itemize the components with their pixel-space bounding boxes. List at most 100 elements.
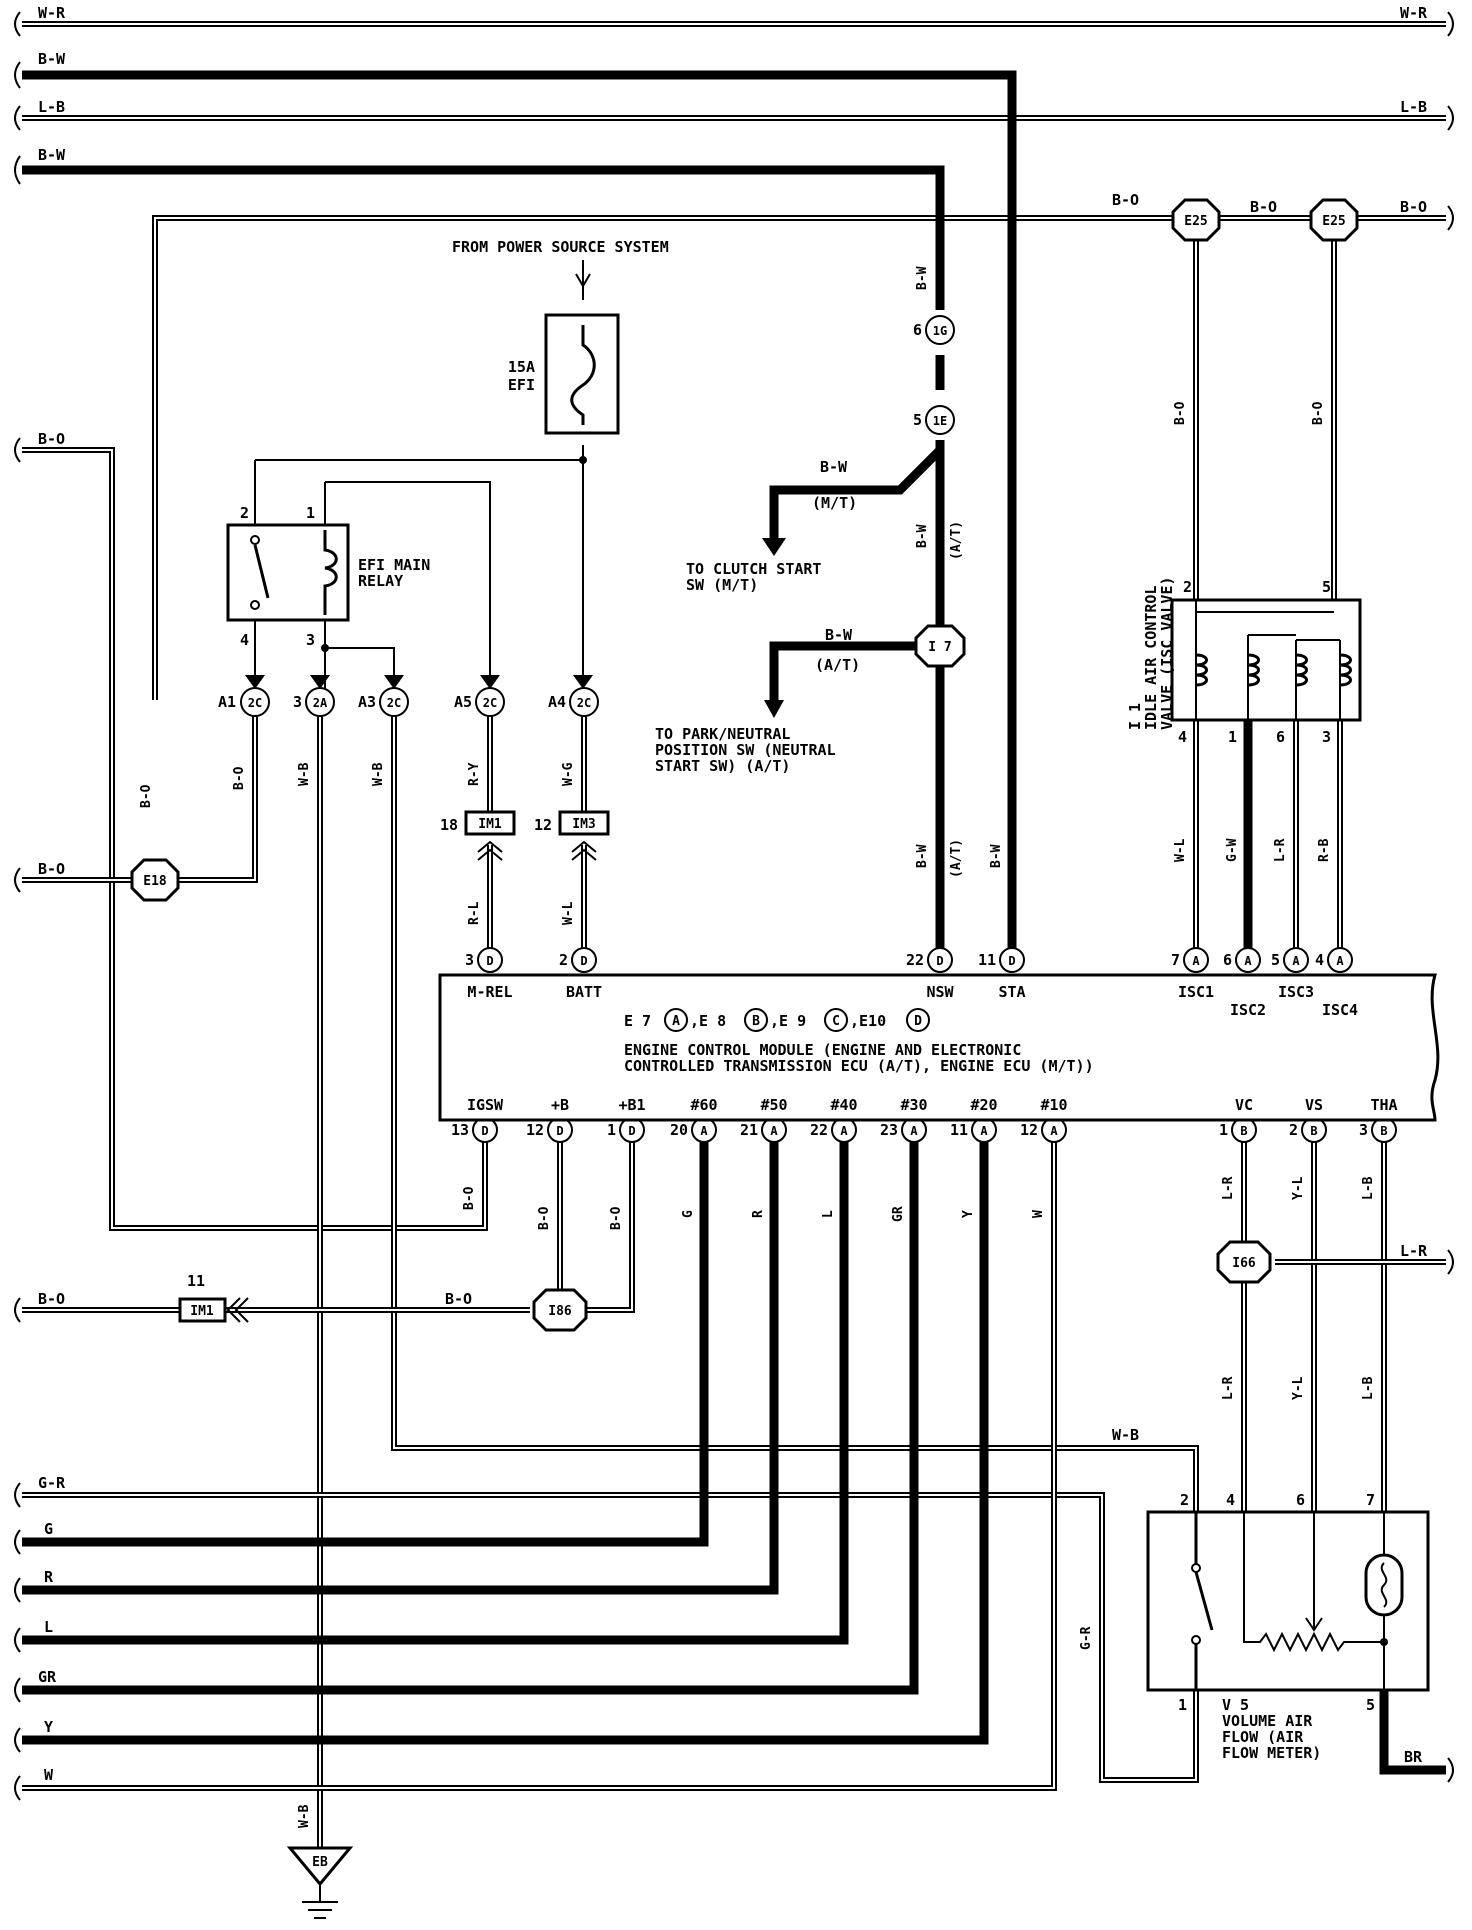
im1-a: IM1 — [478, 817, 502, 832]
isc-label-2: IDLE AIR CONTROL — [1142, 586, 1160, 731]
horizontal-wire-labels: W-R W-R B-W L-B L-B B-W B-O B-O B-O B-O … — [38, 4, 1428, 1784]
terminal-60: #60 — [690, 1096, 717, 1114]
isc-pin-3: 3 — [1322, 728, 1331, 746]
lbl-bo-left-mid: B-O — [38, 860, 65, 878]
pin-5-1e: 5 — [913, 411, 922, 429]
conn-isc3: A — [1292, 954, 1300, 968]
pin-40: 22 — [810, 1121, 828, 1139]
lbl-v-bo-isc2: B-O — [1311, 401, 1326, 425]
lbl-bo-top3: B-O — [1400, 198, 1427, 216]
conn-40: A — [840, 1124, 848, 1138]
pin-isc2: 6 — [1223, 951, 1232, 969]
volume-air-flow-meter: 2 4 6 7 1 5 V 5 VOLUME AIR FLOW (AIR FLO… — [1146, 1491, 1430, 1762]
lbl-v-bo-igsw: B-O — [462, 1186, 477, 1210]
engine-control-module: A B C D E 7 ,E 8 ,E 9 ,E10 ENGINE CONTRO… — [438, 973, 1440, 1122]
pin-im1b-11: 11 — [187, 1272, 205, 1290]
pin-a4: A4 — [548, 693, 566, 711]
lbl-v-lb-tha: L-B — [1361, 1176, 1376, 1200]
pin-tha: 3 — [1359, 1121, 1368, 1139]
ecm-code-text-4: ,E10 — [850, 1012, 886, 1030]
clutch-label-2: SW (M/T) — [686, 576, 758, 594]
pin-vs: 2 — [1289, 1121, 1298, 1139]
pin-mrel: 3 — [465, 951, 474, 969]
lbl-bo-left-low: B-O — [38, 1290, 65, 1308]
terminal-vs: VS — [1305, 1096, 1323, 1114]
lbl-wr-left: W-R — [38, 4, 66, 22]
junction-dots — [321, 456, 587, 652]
efi-main-relay: 2 1 4 3 EFI MAIN RELAY — [226, 504, 430, 649]
lbl-v-yl-vs2: Y-L — [1291, 1376, 1306, 1400]
conn-50: A — [770, 1124, 778, 1138]
lbl-br: BR — [1404, 1748, 1423, 1766]
conn-a3: 2C — [387, 696, 401, 710]
lbl-v-bw-sta: B-W — [989, 844, 1004, 868]
lbl-v-bw-at: B-W — [915, 524, 930, 548]
lbl-w-left: W — [44, 1766, 54, 1784]
conn-b: D — [556, 1124, 563, 1138]
fuse-name: EFI — [508, 376, 535, 394]
vaf-pin-2: 2 — [1180, 1491, 1189, 1509]
lbl-v-rl: R-L — [467, 901, 482, 925]
relay-label-1: EFI MAIN — [358, 556, 430, 574]
thick-wires — [22, 70, 1446, 1775]
junction-e25-b: E25 — [1322, 214, 1345, 229]
conn-60: A — [700, 1124, 708, 1138]
conn-a1: 2C — [248, 696, 262, 710]
lbl-v-lr-vc2: L-R — [1221, 1376, 1236, 1400]
ecm-code-d: D — [914, 1014, 922, 1029]
pin-b1: 1 — [607, 1121, 616, 1139]
lbl-v-bo-b: B-O — [537, 1206, 552, 1230]
terminal-isc3: ISC3 — [1278, 983, 1314, 1001]
pin-60: 20 — [670, 1121, 688, 1139]
lbl-v-rb-isc: R-B — [1317, 838, 1332, 862]
relay-pin-4: 4 — [240, 631, 249, 649]
lbl-v-lb-tha2: L-B — [1361, 1376, 1376, 1400]
junction-i86: I86 — [548, 1304, 572, 1319]
terminal-b1: +B1 — [618, 1096, 645, 1114]
vaf-pin-1: 1 — [1178, 1696, 1187, 1714]
power-source-label: FROM POWER SOURCE SYSTEM — [452, 238, 669, 256]
conn-isc2: A — [1244, 954, 1252, 968]
junction-e25-a: E25 — [1184, 214, 1207, 229]
lbl-bw-mt: B-W — [820, 458, 848, 476]
terminal-isc2: ISC2 — [1230, 1001, 1266, 1019]
isc-pin-6: 6 — [1276, 728, 1285, 746]
lbl-bo-left-upper: B-O — [38, 430, 65, 448]
ecm-code-circles: A B C D — [664, 1008, 930, 1032]
lbl-lb-left: L-B — [38, 98, 65, 116]
terminal-30: #30 — [900, 1096, 927, 1114]
vertical-wire-labels: B-O B-O W-B W-B R-Y W-G R-L W-L B-W B-W … — [139, 266, 1376, 1828]
lbl-wr-right: W-R — [1400, 4, 1428, 22]
lbl-v-l-40: L — [821, 1210, 836, 1218]
terminal-batt: BATT — [566, 983, 602, 1001]
lbl-v-wl: W-L — [561, 901, 576, 925]
vaf-pin-6: 6 — [1296, 1491, 1305, 1509]
lbl-v-wb-eb: W-B — [297, 1804, 312, 1828]
lbl-v-y-20: Y — [961, 1210, 976, 1218]
relay-pin-1: 1 — [306, 504, 315, 522]
conn-10: A — [1050, 1124, 1058, 1138]
terminal-10: #10 — [1040, 1096, 1067, 1114]
junction-i7: I 7 — [928, 640, 951, 655]
lbl-bw-at: B-W — [825, 626, 853, 644]
wire-break-marks — [14, 11, 1454, 1801]
ecm-code-c: C — [832, 1014, 840, 1029]
lbl-mt: (M/T) — [812, 494, 857, 512]
junction-labels: E25 E25 E18 I 7 I86 I66 — [143, 214, 1345, 1319]
efi-fuse: 15A EFI — [508, 273, 620, 435]
conn-1e: 1E — [933, 414, 947, 428]
terminal-vc: VC — [1235, 1096, 1253, 1114]
lbl-v-gr-vaf: G-R — [1079, 1626, 1094, 1650]
lbl-v-r-50: R — [751, 1210, 766, 1218]
lbl-v-bo-2c: B-O — [232, 766, 247, 790]
terminal-nsw: NSW — [926, 983, 954, 1001]
pin-im1-18: 18 — [440, 816, 458, 834]
terminal-20: #20 — [970, 1096, 997, 1114]
terminal-tha: THA — [1370, 1096, 1397, 1114]
lbl-g-left: G — [44, 1520, 53, 1538]
junction-octagons — [130, 198, 1359, 1332]
thin-wires — [254, 260, 584, 690]
relay-pin-3: 3 — [306, 631, 315, 649]
conn-2a: 2A — [313, 696, 328, 710]
